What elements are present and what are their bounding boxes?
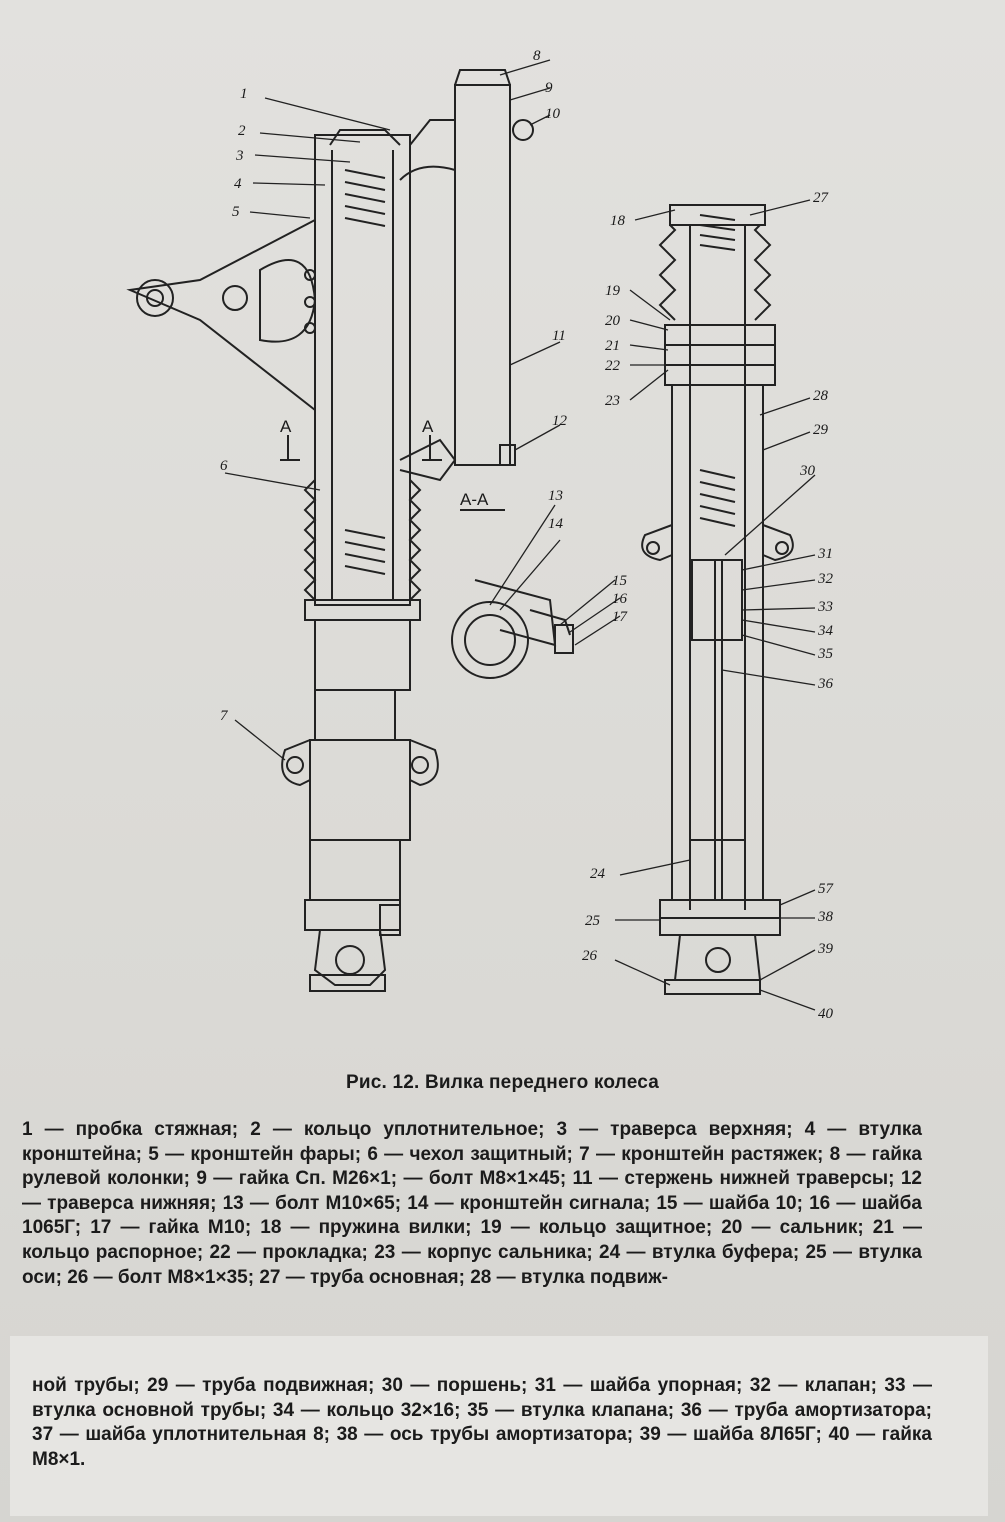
label-15: 15 bbox=[612, 573, 628, 589]
label-36: 36 bbox=[817, 676, 834, 692]
label-30: 30 bbox=[799, 463, 816, 479]
fork-drawing: 1 2 3 4 5 6 7 8 9 10 11 12 13 14 15 16 1… bbox=[60, 20, 960, 1060]
label-26: 26 bbox=[582, 948, 598, 964]
label-1: 1 bbox=[240, 86, 248, 102]
lower-spring bbox=[344, 529, 386, 575]
label-19: 19 bbox=[605, 283, 621, 299]
section-mark-right: A bbox=[422, 417, 434, 436]
parts-legend-part1: 1 — пробка стяжная; 2 — кольцо уплотните… bbox=[22, 1119, 922, 1288]
boot-right bbox=[408, 479, 422, 601]
label-28: 28 bbox=[813, 388, 829, 404]
label-16: 16 bbox=[612, 591, 628, 607]
label-8: 8 bbox=[533, 48, 541, 64]
label-4: 4 bbox=[234, 176, 242, 192]
label-27: 27 bbox=[813, 190, 830, 206]
bracket-7-right bbox=[409, 739, 439, 787]
label-11: 11 bbox=[552, 328, 566, 344]
right-ear-left bbox=[641, 524, 673, 562]
parts-legend-part2: ной трубы; 29 — труба подвижная; 30 — по… bbox=[32, 1375, 932, 1470]
signal-bracket-ring bbox=[451, 601, 529, 679]
boot-left bbox=[303, 479, 317, 601]
axle-clamp bbox=[313, 929, 387, 986]
section-mark-left: A bbox=[280, 417, 292, 436]
nut-10 bbox=[512, 119, 534, 141]
label-6: 6 bbox=[220, 458, 228, 474]
right-boot-left bbox=[658, 224, 677, 321]
label-32: 32 bbox=[817, 571, 834, 587]
label-39: 39 bbox=[817, 941, 834, 957]
label-7: 7 bbox=[220, 708, 229, 724]
left-leg-upper bbox=[314, 134, 411, 606]
label-9: 9 bbox=[545, 80, 553, 96]
label-20: 20 bbox=[605, 313, 621, 329]
label-21: 21 bbox=[605, 338, 620, 354]
label-3: 3 bbox=[235, 148, 244, 164]
cap-plug bbox=[329, 129, 401, 146]
label-13: 13 bbox=[548, 488, 563, 504]
upper-spring bbox=[344, 169, 386, 227]
label-33: 33 bbox=[817, 599, 833, 615]
steering-stem bbox=[454, 84, 511, 466]
valve-assembly bbox=[691, 559, 743, 641]
right-upper-spring bbox=[699, 214, 736, 251]
label-37: 57 bbox=[818, 881, 835, 897]
label-35: 35 bbox=[817, 646, 834, 662]
label-18: 18 bbox=[610, 213, 626, 229]
label-24: 24 bbox=[590, 866, 606, 882]
legend-patch: ной трубы; 29 — труба подвижная; 30 — по… bbox=[10, 1336, 988, 1516]
label-12: 12 bbox=[552, 413, 568, 429]
slider-body bbox=[309, 739, 411, 841]
label-29: 29 bbox=[813, 422, 829, 438]
label-34: 34 bbox=[817, 623, 834, 639]
label-31: 31 bbox=[817, 546, 833, 562]
headlight-bracket bbox=[126, 219, 316, 411]
label-17: 17 bbox=[612, 609, 629, 625]
label-25: 25 bbox=[585, 913, 601, 929]
right-lower-spring bbox=[699, 469, 736, 527]
label-5: 5 bbox=[232, 204, 240, 220]
section-title: A-A bbox=[460, 490, 489, 509]
technical-drawing: 1 2 3 4 5 6 7 8 9 10 11 12 13 14 15 16 1… bbox=[126, 48, 835, 1022]
label-14: 14 bbox=[548, 516, 564, 532]
bracket-7-left bbox=[281, 739, 311, 787]
label-22: 22 bbox=[605, 358, 621, 374]
label-2: 2 bbox=[238, 123, 246, 139]
label-23: 23 bbox=[605, 393, 620, 409]
label-38: 38 bbox=[817, 909, 834, 925]
label-10: 10 bbox=[545, 106, 561, 122]
slider-top bbox=[314, 619, 411, 691]
figure-caption: Рис. 12. Вилка переднего колеса bbox=[346, 1072, 659, 1093]
label-40: 40 bbox=[818, 1006, 834, 1022]
